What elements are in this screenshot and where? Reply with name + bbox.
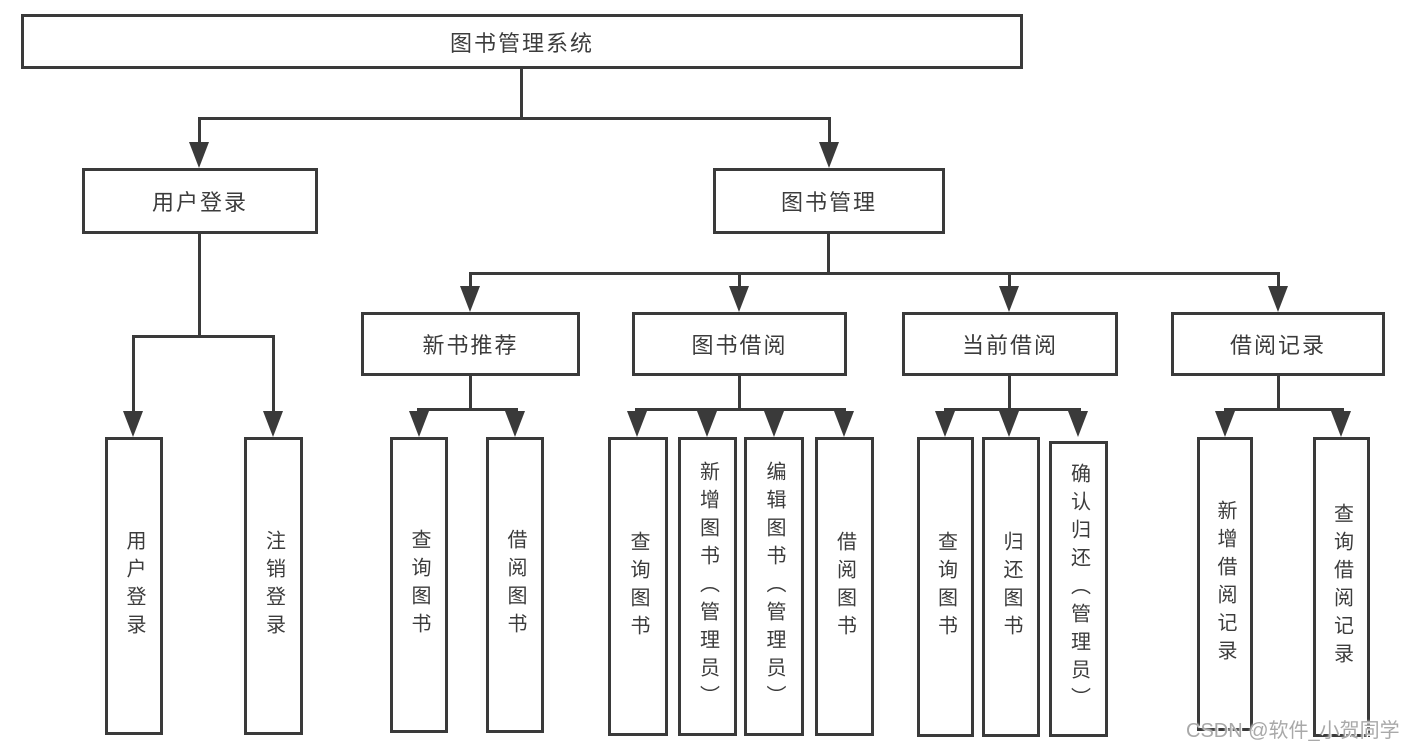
arrowhead-leaf-login-icon	[123, 411, 143, 437]
leaf-nb-query-books-label: 查询图书	[408, 529, 430, 641]
connector-record-rail	[1224, 408, 1344, 411]
connector-l3-drop-1	[469, 273, 472, 287]
leaf-bb-borrow-books: 借阅图书	[815, 437, 874, 736]
connector-current-rail	[944, 408, 1081, 411]
node-user-login-label: 用户登录	[151, 190, 248, 215]
csdn-watermark: CSDN @软件_小贺同学	[1186, 720, 1400, 742]
leaf-bb-query-books-label: 查询图书	[627, 530, 649, 643]
leaf-br-add-record: 新增借阅记录	[1197, 437, 1253, 731]
connector-root-stem	[520, 69, 523, 119]
node-book-borrow: 图书借阅	[632, 312, 847, 376]
leaf-user-login-label: 用户登录	[123, 530, 145, 642]
leaf-bb-query-books: 查询图书	[608, 437, 668, 736]
connector-l2-drop-right	[828, 118, 831, 144]
leaf-bb-borrow-books-label: 借阅图书	[833, 530, 856, 643]
connector-l3-drop-3	[1008, 273, 1011, 287]
arrowhead-cb-return-icon	[999, 411, 1019, 437]
leaf-bb-edit-books-label: 编辑图书（管理员）	[763, 460, 785, 713]
connector-record-stem	[1277, 376, 1280, 410]
node-current-borrow: 当前借阅	[902, 312, 1118, 376]
leaf-bb-add-books-label: 新增图书（管理员）	[696, 460, 719, 713]
node-user-login: 用户登录	[82, 168, 318, 234]
connector-l3-drop-4	[1277, 273, 1280, 287]
leaf-cb-return-books: 归还图书	[982, 437, 1040, 737]
leaf-user-login: 用户登录	[105, 437, 163, 735]
arrowhead-br-query-icon	[1331, 411, 1351, 437]
leaf-cb-confirm-return-label: 确认归还（管理员）	[1067, 463, 1090, 715]
node-book-borrow-label: 图书借阅	[691, 333, 788, 358]
node-newbook-rec: 新书推荐	[361, 312, 580, 376]
arrowhead-bb-borrow-icon	[834, 411, 854, 437]
arrowhead-bb-query-icon	[627, 411, 647, 437]
arrowhead-br-add-icon	[1215, 411, 1235, 437]
connector-mgmt-stem	[827, 234, 830, 275]
node-borrow-record: 借阅记录	[1171, 312, 1385, 376]
connector-l2-drop-left	[198, 118, 201, 144]
node-newbook-rec-label: 新书推荐	[422, 333, 519, 358]
arrowhead-current-icon	[999, 286, 1019, 312]
arrowhead-book-mgmt-icon	[819, 142, 839, 168]
arrowhead-bb-add-icon	[697, 411, 717, 437]
connector-user-rail	[132, 335, 275, 338]
leaf-cb-return-books-label: 归还图书	[1000, 531, 1022, 643]
leaf-cb-query-books-label: 查询图书	[934, 531, 957, 643]
connector-newbook-stem	[469, 376, 472, 410]
leaf-nb-borrow-books: 借阅图书	[486, 437, 544, 733]
node-book-mgmt: 图书管理	[713, 168, 945, 234]
node-borrow-record-label: 借阅记录	[1229, 333, 1326, 358]
arrowhead-record-icon	[1268, 286, 1288, 312]
arrowhead-newbook-icon	[460, 286, 480, 312]
arrowhead-borrow-icon	[729, 286, 749, 312]
connector-l3-drop-2	[738, 273, 741, 287]
leaf-br-query-record-label: 查询借阅记录	[1330, 503, 1353, 671]
arrowhead-nb-borrow-icon	[505, 411, 525, 437]
connector-user-stem	[198, 234, 201, 337]
arrowhead-user-login-icon	[189, 142, 209, 168]
leaf-bb-add-books: 新增图书（管理员）	[678, 437, 737, 736]
connector-user-drop-2	[272, 336, 275, 412]
connector-current-stem	[1008, 376, 1011, 410]
arrowhead-cb-query-icon	[935, 411, 955, 437]
leaf-cb-query-books: 查询图书	[917, 437, 974, 737]
connector-user-drop-1	[132, 336, 135, 412]
arrowhead-bb-edit-icon	[764, 411, 784, 437]
leaf-bb-edit-books: 编辑图书（管理员）	[744, 437, 804, 736]
leaf-logout: 注销登录	[244, 437, 303, 735]
connector-l2-rail	[198, 117, 831, 120]
connector-borrow-stem	[738, 376, 741, 410]
leaf-logout-label: 注销登录	[262, 530, 285, 642]
connector-l3-rail	[469, 272, 1280, 275]
leaf-nb-borrow-books-label: 借阅图书	[504, 529, 526, 641]
leaf-cb-confirm-return: 确认归还（管理员）	[1049, 441, 1108, 737]
node-root-label: 图书管理系统	[449, 30, 594, 56]
arrowhead-nb-query-icon	[409, 411, 429, 437]
connector-borrow-rail	[635, 408, 846, 411]
node-root-system: 图书管理系统	[21, 14, 1023, 69]
leaf-nb-query-books: 查询图书	[390, 437, 448, 733]
leaf-br-query-record: 查询借阅记录	[1313, 437, 1370, 737]
arrowhead-leaf-logout-icon	[263, 411, 283, 437]
node-book-mgmt-label: 图书管理	[780, 190, 877, 215]
node-current-borrow-label: 当前借阅	[961, 333, 1058, 358]
connector-newbook-rail	[417, 408, 518, 411]
leaf-br-add-record-label: 新增借阅记录	[1214, 500, 1236, 668]
arrowhead-cb-confirm-icon	[1068, 411, 1088, 437]
